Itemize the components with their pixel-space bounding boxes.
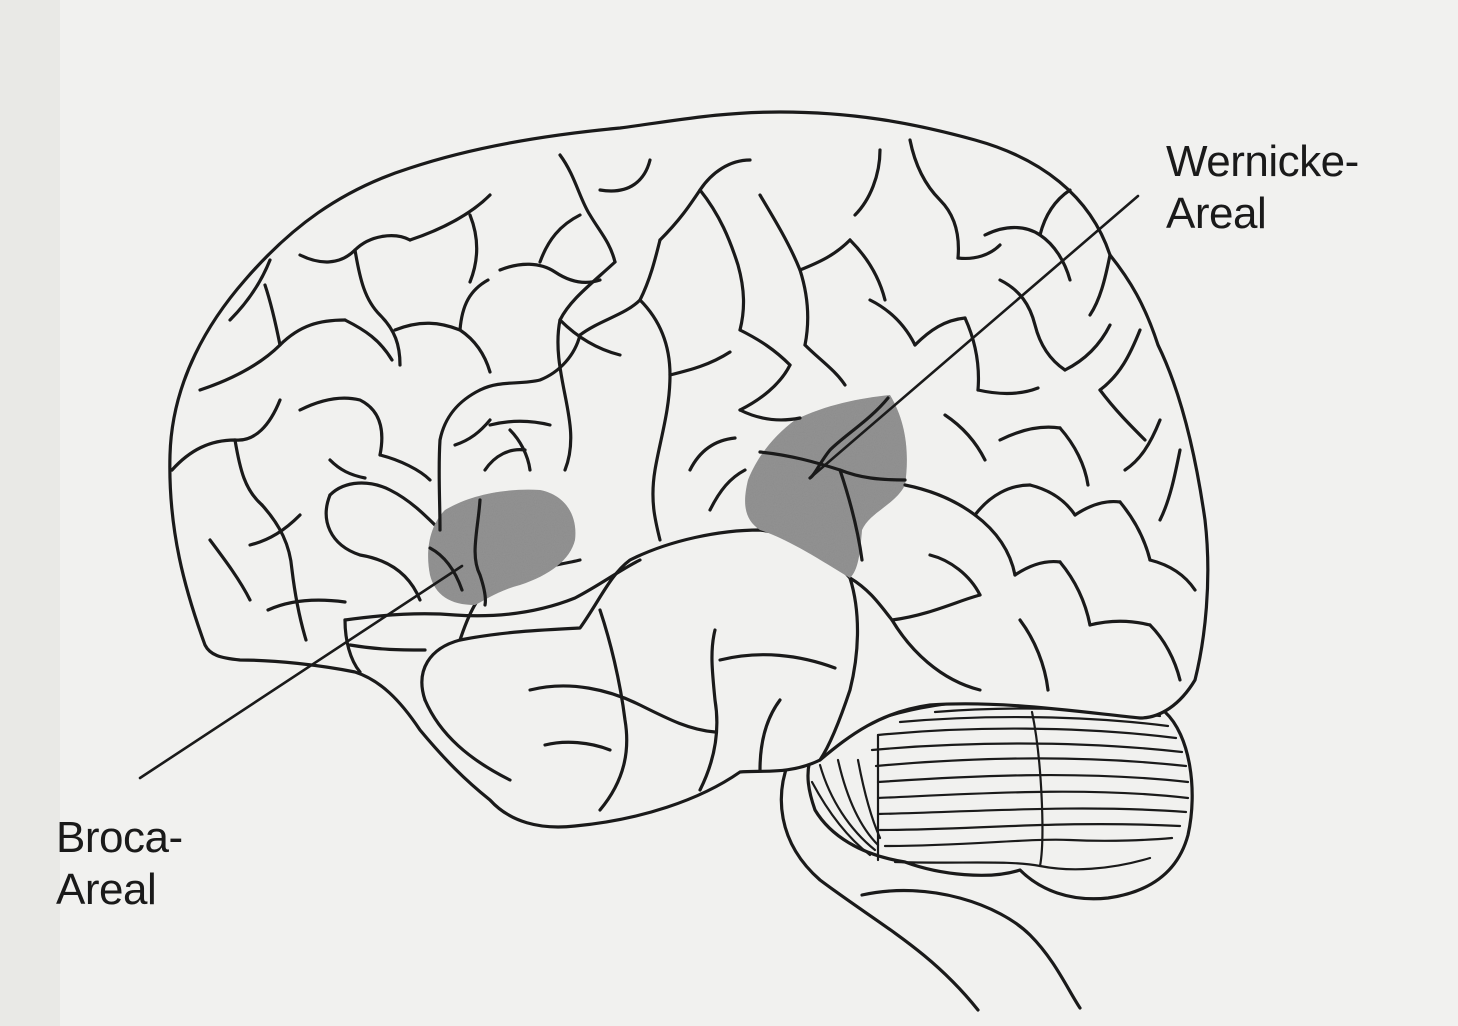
wernicke-label-line2: Areal (1166, 188, 1359, 240)
wernicke-area-label: Wernicke- Areal (1166, 136, 1359, 240)
wernicke-label-line1: Wernicke- (1166, 136, 1359, 188)
broca-label-line2: Areal (56, 864, 183, 916)
broca-area-label: Broca- Areal (56, 812, 183, 916)
paper-edge-shadow (0, 0, 60, 1026)
broca-label-line1: Broca- (56, 812, 183, 864)
